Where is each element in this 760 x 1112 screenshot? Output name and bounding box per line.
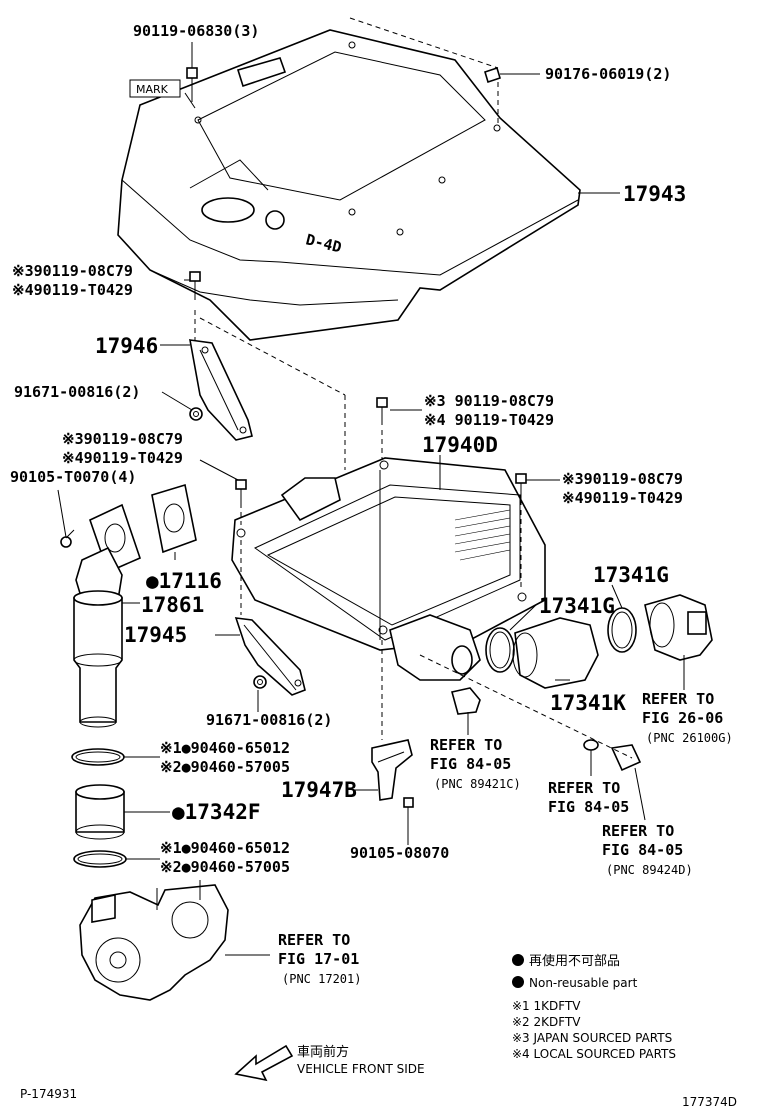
label-17940d: 17940D xyxy=(422,433,498,457)
legend-note-1: ※1 1KDFTV xyxy=(512,999,581,1013)
mark-callout: MARK xyxy=(129,79,181,98)
label-mid-bolt-s3: ※390119-08C79 xyxy=(62,430,183,448)
clamp-lower xyxy=(73,850,127,868)
nut-91671-b xyxy=(253,675,267,689)
label-right-bolt-s4: ※490119-T0429 xyxy=(562,489,683,507)
label-91671-a: 91671-00816(2) xyxy=(14,383,140,401)
nut-91671-a xyxy=(189,407,203,421)
bracket-17947b xyxy=(371,739,413,801)
sensor-89421c xyxy=(451,687,481,715)
intercooler-17940d xyxy=(231,457,546,681)
label-center-bolt-s4: ※4 90119-T0429 xyxy=(424,411,554,429)
bolt-17946-top xyxy=(189,271,201,300)
label-90105-08070: 90105-08070 xyxy=(350,844,449,862)
clamp-upper xyxy=(71,748,125,766)
ref-fig26-refer: REFER TO xyxy=(642,690,714,708)
label-91671-b: 91671-00816(2) xyxy=(206,711,332,729)
legend-bullet-en xyxy=(512,976,524,988)
ref-fig26-fig: FIG 26-06 xyxy=(642,709,723,727)
legend-en-text: Non-reusable part xyxy=(529,976,638,990)
label-90105-t0070: 90105-T0070(4) xyxy=(10,468,136,486)
label-17116: ●17116 xyxy=(146,569,222,593)
engine-cover-17943: D-4D xyxy=(117,29,581,341)
leader-lines xyxy=(57,42,685,956)
ref-fig84c-pnc: (PNC 89424D) xyxy=(606,863,693,877)
legend-note-2: ※2 2KDFTV xyxy=(512,1015,581,1029)
clamp-17341g-a xyxy=(485,627,515,673)
label-17341g-lower: 17341G xyxy=(539,594,615,618)
label-center-bolt-s3: ※3 90119-08C79 xyxy=(424,392,554,410)
footer-right-id: 177374D xyxy=(682,1095,737,1109)
legend-note-3: ※3 JAPAN SOURCED PARTS xyxy=(512,1031,672,1045)
ref-fig17-refer: REFER TO xyxy=(278,931,350,949)
legend-note-4: ※4 LOCAL SOURCED PARTS xyxy=(512,1047,676,1061)
label-17341k: 17341K xyxy=(550,691,626,715)
ref-fig84a-refer: REFER TO xyxy=(430,736,502,754)
ref-fig26-pnc: (PNC 26100G) xyxy=(646,731,733,745)
clamp-17341g-b xyxy=(607,607,637,653)
label-right-bolt-s3: ※390119-08C79 xyxy=(562,470,683,488)
legend-jp-text: 再使用不可部品 xyxy=(529,953,620,969)
bolt-right xyxy=(515,473,527,505)
hose-17341k xyxy=(512,617,599,689)
label-top-bolt-s3: ※390119-08C79 xyxy=(12,262,133,280)
direction-en: VEHICLE FRONT SIDE xyxy=(297,1062,425,1076)
ref-fig84c-fig: FIG 84-05 xyxy=(602,841,683,859)
direction-jp: 車両前方 xyxy=(297,1044,349,1060)
label-clamp1-s1: ※1●90460-65012 xyxy=(160,739,290,757)
footer-left-id: P-174931 xyxy=(20,1087,77,1101)
label-90176-06019: 90176-06019(2) xyxy=(545,65,671,83)
label-top-bolt-s4: ※490119-T0429 xyxy=(12,281,133,299)
label-clamp2-s1: ※1●90460-65012 xyxy=(160,839,290,857)
vehicle-front-arrow: 車両前方 VEHICLE FRONT SIDE xyxy=(234,1044,425,1082)
label-clamp2-s2: ※2●90460-57005 xyxy=(160,858,290,876)
elbow-flange xyxy=(75,503,141,601)
hose-17342f xyxy=(75,784,125,840)
ref-fig84a-fig: FIG 84-05 xyxy=(430,755,511,773)
label-17946: 17946 xyxy=(95,334,158,358)
label-mark: MARK xyxy=(136,83,169,96)
ref-fig84c-refer: REFER TO xyxy=(602,822,674,840)
legend: 再使用不可部品 Non-reusable part ※1 1KDFTV ※2 2… xyxy=(512,953,676,1061)
label-mid-bolt-s4: ※490119-T0429 xyxy=(62,449,183,467)
bolt-90105-08070 xyxy=(403,797,414,818)
front-arrow-icon xyxy=(234,1044,294,1082)
ref-fig84a-pnc: (PNC 89421C) xyxy=(434,777,521,791)
label-17945: 17945 xyxy=(124,623,187,647)
bracket-17946 xyxy=(189,339,253,441)
ref-fig84b-fig: FIG 84-05 xyxy=(548,798,629,816)
bolt-mid xyxy=(235,479,247,508)
ref-fig84b-refer: REFER TO xyxy=(548,779,620,797)
ref-fig17-pnc: (PNC 17201) xyxy=(282,972,361,986)
sensor-89424d xyxy=(610,744,642,772)
ref-fig17-fig: FIG 17-01 xyxy=(278,950,359,968)
label-90119-06830: 90119-06830(3) xyxy=(133,22,259,40)
bracket-17945 xyxy=(234,617,306,696)
washer-sensor xyxy=(583,739,599,751)
bolt-center xyxy=(376,397,388,425)
pipe-17861 xyxy=(73,590,123,728)
throttle-body xyxy=(644,594,713,661)
label-17341g-upper: 17341G xyxy=(593,563,669,587)
label-17861: 17861 xyxy=(141,593,204,617)
label-17943: 17943 xyxy=(623,182,686,206)
label-17342f: ●17342F xyxy=(172,800,261,824)
nut-90176-06019 xyxy=(484,66,501,84)
bolt-90105-t0070 xyxy=(60,529,75,548)
legend-bullet-jp xyxy=(512,954,524,966)
gasket-17116 xyxy=(151,483,197,554)
turbocharger xyxy=(79,880,229,1001)
label-clamp1-s2: ※2●90460-57005 xyxy=(160,758,290,776)
label-17947b: 17947B xyxy=(281,778,357,802)
